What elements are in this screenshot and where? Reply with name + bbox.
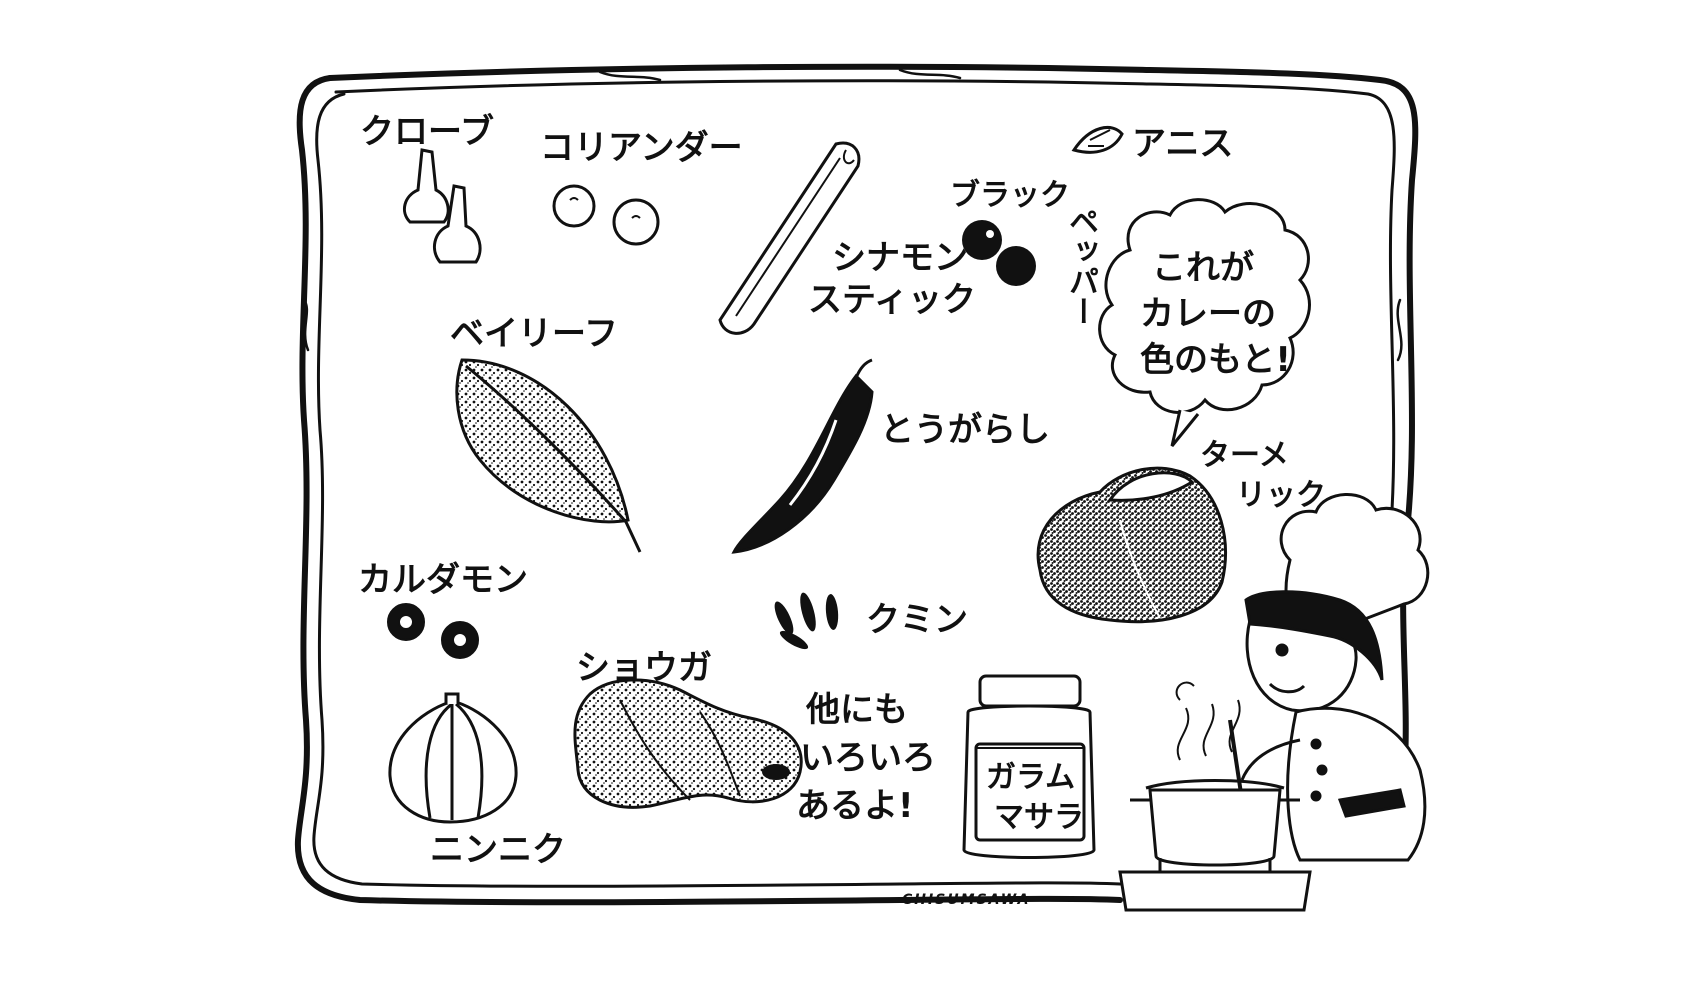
- speech-bubble-line3: 色のもと!: [1140, 340, 1291, 380]
- note-line1: 他にも: [806, 690, 908, 730]
- jar-label-line2: マサラ: [994, 800, 1084, 835]
- cumin-label: クミン: [866, 600, 968, 640]
- note-line2: いろいろ: [800, 738, 936, 778]
- coriander-icon: [552, 184, 660, 246]
- black-pepper-label-line2: ペッパー: [1063, 206, 1098, 326]
- speech-bubble-line2: カレーの: [1140, 294, 1276, 334]
- chili-icon: [731, 358, 874, 554]
- pot-and-stove: [1118, 681, 1312, 912]
- black-pepper-icon: [962, 220, 1036, 286]
- garlic-icon: [388, 692, 518, 824]
- jar-label-line1: ガラム: [986, 760, 1076, 795]
- coriander-label: コリアンダー: [540, 128, 743, 168]
- speech-bubble-line1: これが: [1152, 248, 1254, 288]
- clove-icon: [402, 148, 482, 264]
- ginger-label: ショウガ: [576, 648, 712, 688]
- garlic-label: ニンニク: [430, 830, 566, 870]
- anise-label: アニス: [1132, 124, 1234, 164]
- cinnamon-label-line1: シナモン: [832, 238, 968, 278]
- speech-bubble-shape: [1098, 198, 1311, 447]
- chef-figure: [1228, 493, 1430, 862]
- bay-leaf-icon: [455, 358, 642, 553]
- artist-signature: CHISUMSAWA: [902, 892, 1031, 908]
- chili-label: とうがらし: [880, 410, 1050, 450]
- cardamom-icon: [387, 603, 479, 659]
- cardamom-label: カルダモン: [358, 560, 528, 600]
- black-pepper-label-line1: ブラック: [950, 178, 1070, 213]
- note-line3: あるよ!: [796, 786, 914, 826]
- ginger-icon: [573, 678, 803, 809]
- anise-icon: [1071, 125, 1124, 154]
- turmeric-label-line1: ターメ: [1200, 438, 1289, 473]
- clove-label: クローブ: [360, 112, 494, 152]
- garam-masala-jar: [962, 674, 1096, 859]
- turmeric-icon: [1036, 466, 1227, 624]
- cumin-icon: [774, 592, 839, 650]
- cinnamon-label-line2: スティック: [808, 280, 976, 320]
- turmeric-label-line2: リック: [1236, 478, 1326, 513]
- bay-leaf-label: ベイリーフ: [450, 314, 618, 354]
- cinnamon-stick-icon: [718, 141, 861, 335]
